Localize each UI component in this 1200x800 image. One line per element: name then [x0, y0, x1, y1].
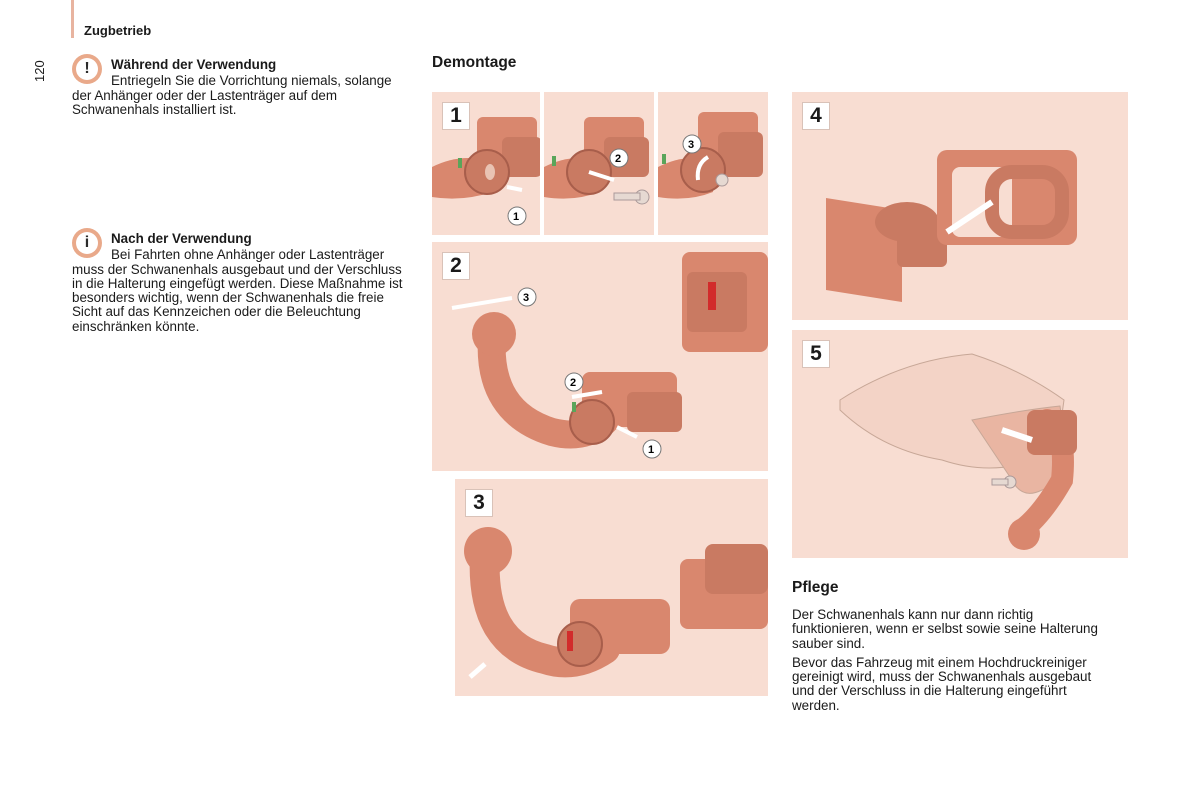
figure-number: 2 [442, 252, 470, 280]
exclamation-icon: ! [72, 54, 102, 84]
info-icon: i [72, 228, 102, 258]
figure-number: 3 [465, 489, 493, 517]
figure-number: 1 [442, 102, 470, 130]
pflege-text: Der Schwanenhals kann nur dann richtig f… [792, 607, 1112, 718]
note-text: Entriegeln Sie die Vorrichtung niemals, … [72, 73, 392, 117]
figure-1a: 1 1 [432, 92, 540, 235]
key-icon [613, 189, 650, 205]
note-title: Nach der Verwendung [111, 231, 252, 246]
header-rule [71, 0, 74, 38]
demontage-heading: Demontage [432, 54, 517, 71]
note-title: Während der Verwendung [111, 57, 277, 72]
red-indicator [708, 282, 716, 310]
key-icon [991, 475, 1017, 489]
towbar-detached-illustration [464, 527, 768, 679]
paragraph: Bevor das Fahrzeug mit einem Hochdruckre… [792, 654, 1092, 713]
section-title: Zugbetrieb [84, 23, 152, 38]
figure-1c: 3 [658, 92, 768, 235]
lock-key-illustration: 2 [544, 117, 650, 205]
cover-insert-illustration [826, 150, 1077, 302]
callout-2: 2 [570, 377, 576, 389]
note-after-use: i Nach der Verwendung Bei Fahrten ohne A… [72, 228, 412, 334]
figure-2: 2 3 2 1 [432, 242, 768, 471]
storage-bag-illustration [839, 353, 1077, 550]
page-number: 120 [32, 60, 47, 82]
figure-number: 5 [802, 340, 830, 368]
figure-1b: 2 [544, 92, 654, 235]
towbar-removal-illustration: 3 2 1 [451, 252, 768, 459]
paragraph: Der Schwanenhals kann nur dann richtig f… [792, 607, 1098, 651]
lock-turn-illustration: 3 [658, 112, 763, 199]
pflege-heading: Pflege [792, 579, 839, 596]
callout-1: 1 [648, 444, 654, 456]
callout-3: 3 [688, 139, 694, 151]
figure-4: 4 [792, 92, 1128, 320]
red-indicator [567, 631, 573, 651]
figure-number: 4 [802, 102, 830, 130]
figure-5: 5 [792, 330, 1128, 558]
note-during-use: ! Während der Verwendung Entriegeln Sie … [72, 54, 412, 117]
figure-3: 3 [455, 479, 768, 696]
callout-1: 1 [513, 211, 519, 223]
callout-3: 3 [523, 292, 529, 304]
lock-illustration: 1 [432, 117, 540, 226]
callout-2: 2 [615, 153, 621, 165]
key-icon [715, 173, 729, 187]
note-text: Bei Fahrten ohne Anhänger oder Lastenträ… [72, 247, 403, 334]
